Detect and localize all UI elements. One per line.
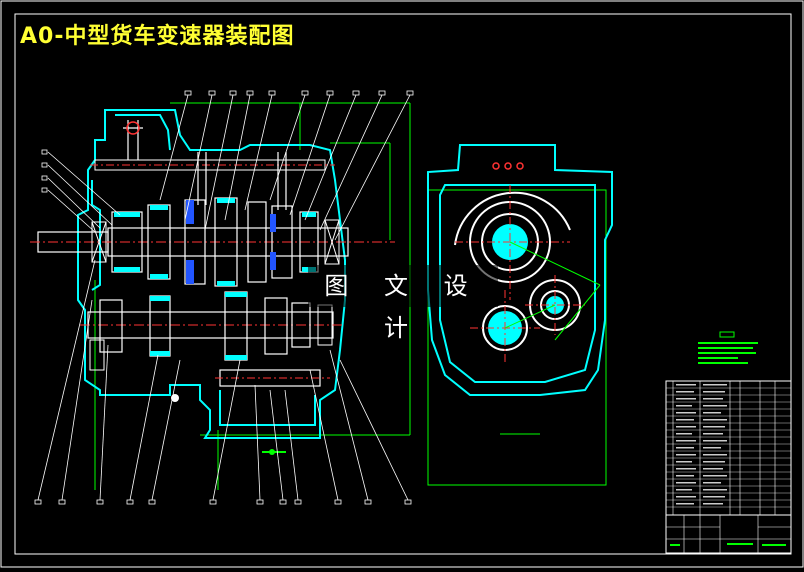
technical-notes (698, 331, 758, 364)
inner-frame (14, 13, 792, 555)
end-view (427, 144, 613, 486)
end-view-dimensions (427, 189, 607, 486)
parts-list-table (665, 380, 792, 516)
parts-list-entries (676, 384, 727, 505)
bottom-balloons (34, 499, 412, 505)
reverse-shaft (215, 369, 330, 387)
shift-rail (90, 159, 335, 171)
left-balloons (41, 149, 48, 193)
shift-lever-ball (126, 121, 140, 135)
bearings (89, 219, 340, 371)
bottom-leaders (37, 259, 409, 501)
countershaft-gear-teeth (150, 292, 247, 360)
watermark-banner: 图 文 设 计 (308, 265, 498, 342)
end-view-housing (427, 144, 613, 396)
end-view-center-distance (504, 241, 601, 341)
left-leaders (47, 151, 121, 233)
synchronizer-rings (186, 200, 276, 284)
top-balloons (184, 90, 414, 96)
countershaft (80, 311, 345, 339)
drawing-title: A0-中型货车变速器装配图 (20, 24, 295, 49)
end-view-bolt-holes (492, 162, 524, 170)
input-shaft (30, 227, 395, 257)
housing-outline (77, 109, 346, 439)
parts-list-rows (666, 387, 791, 508)
top-leaders (159, 94, 411, 241)
countershaft-gears (99, 291, 311, 361)
title-block (665, 514, 792, 554)
sectional-view (30, 90, 414, 505)
parts-list-columns (672, 381, 776, 515)
